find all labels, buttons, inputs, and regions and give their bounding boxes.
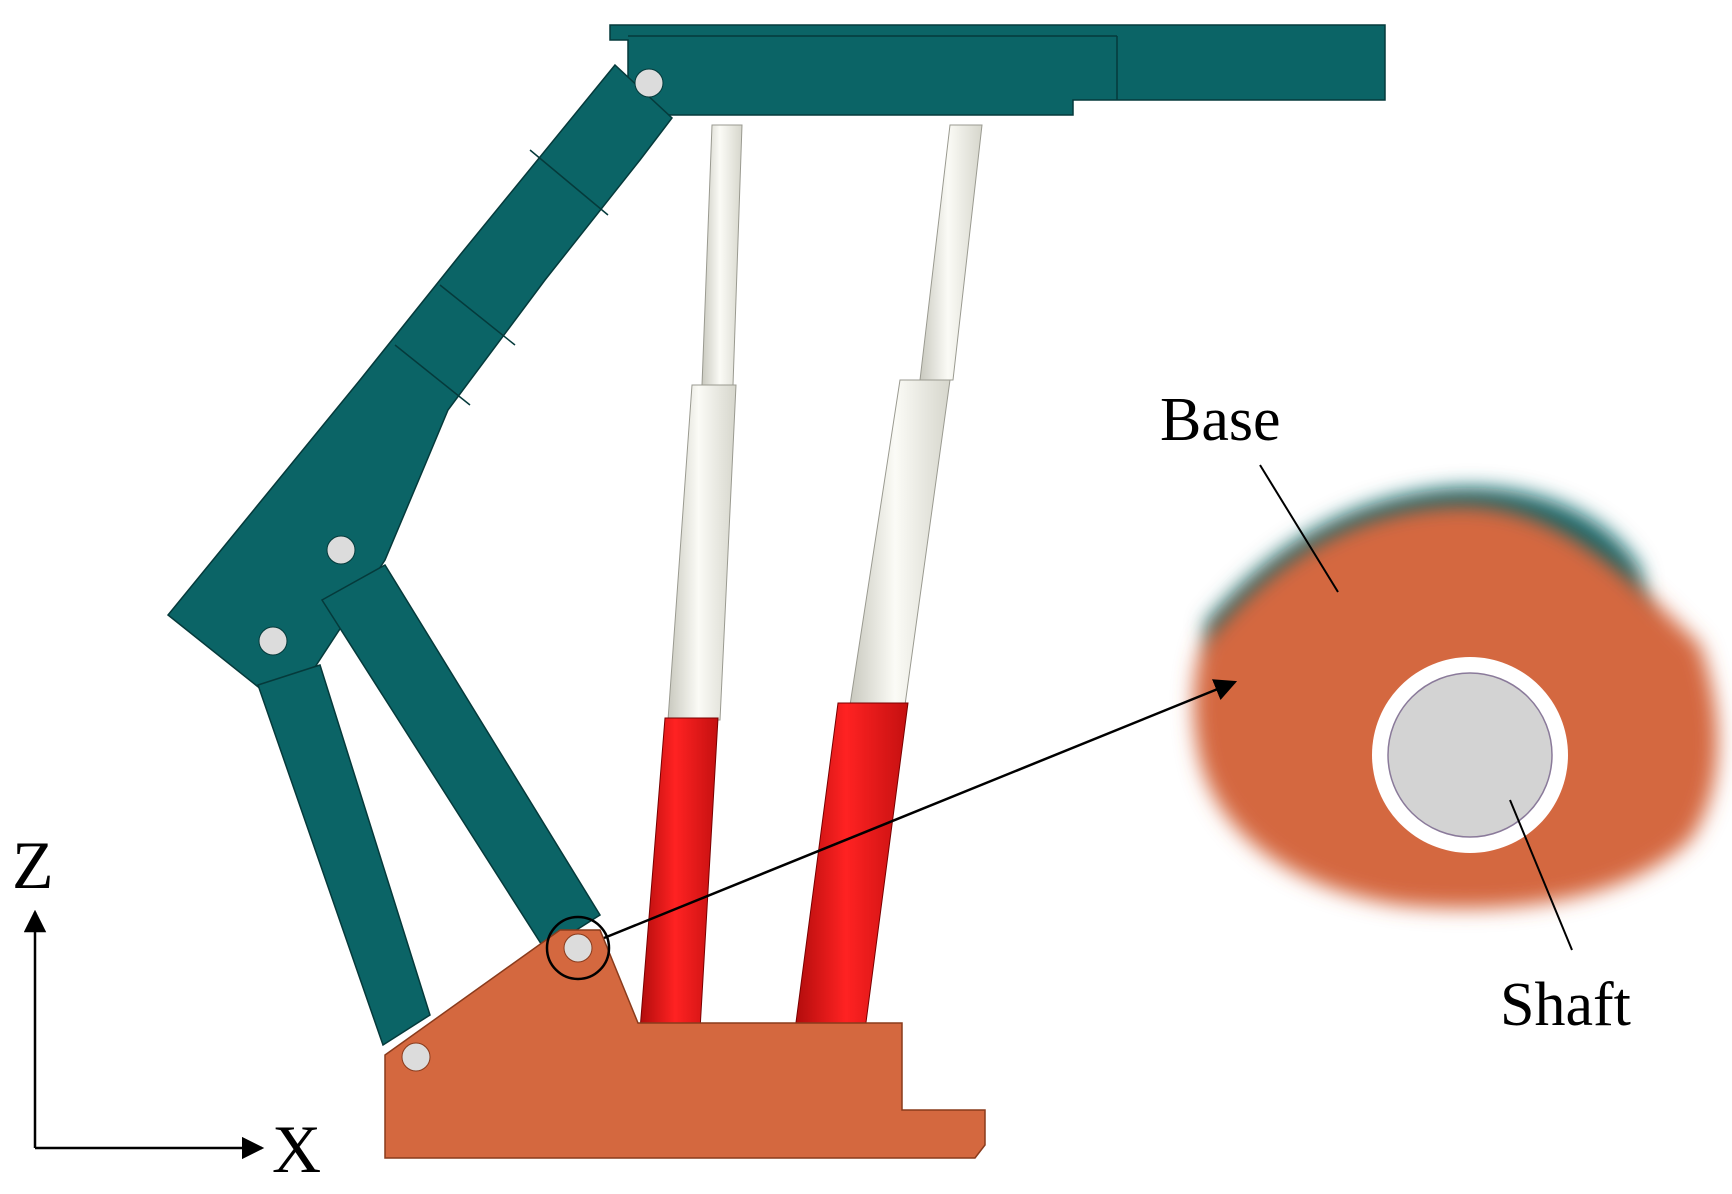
pin-base-rear <box>401 1042 431 1072</box>
shield-seam <box>439 284 516 346</box>
shield-seam <box>394 344 471 406</box>
front-link <box>320 563 602 952</box>
label-shaft: Shaft <box>1500 971 1631 1039</box>
shield-seam <box>529 149 609 216</box>
base <box>384 929 986 1159</box>
label-axis-x: X <box>272 1111 321 1187</box>
piston-rod <box>667 384 737 721</box>
hydraulic-leg-right <box>794 124 983 1031</box>
detail-view <box>1193 487 1718 909</box>
pins <box>258 68 664 1072</box>
label-base: Base <box>1160 386 1281 454</box>
pin-canopy <box>634 68 664 98</box>
hydraulic-cylinder <box>794 702 909 1031</box>
leader-line-base <box>1259 464 1339 593</box>
pin-base-front <box>563 933 593 963</box>
callout-arrow <box>603 679 1238 940</box>
detail-shaft <box>1387 672 1553 838</box>
piston-rod <box>849 379 951 706</box>
hydraulic-cylinder <box>639 717 719 1031</box>
label-axis-z: Z <box>12 827 54 903</box>
axes <box>23 909 265 1160</box>
rear-link <box>257 664 431 1047</box>
piston-rod <box>919 124 983 381</box>
piston-rod <box>701 124 743 386</box>
canopy-beam <box>609 24 1386 119</box>
hydraulic-leg-left <box>639 124 743 1031</box>
pin-shield-link <box>258 626 288 656</box>
shield-beam <box>166 63 674 691</box>
highlight-circle <box>545 915 611 981</box>
pin-shield <box>326 535 356 565</box>
leader-line-shaft <box>1509 799 1573 951</box>
canopy <box>609 24 1386 119</box>
